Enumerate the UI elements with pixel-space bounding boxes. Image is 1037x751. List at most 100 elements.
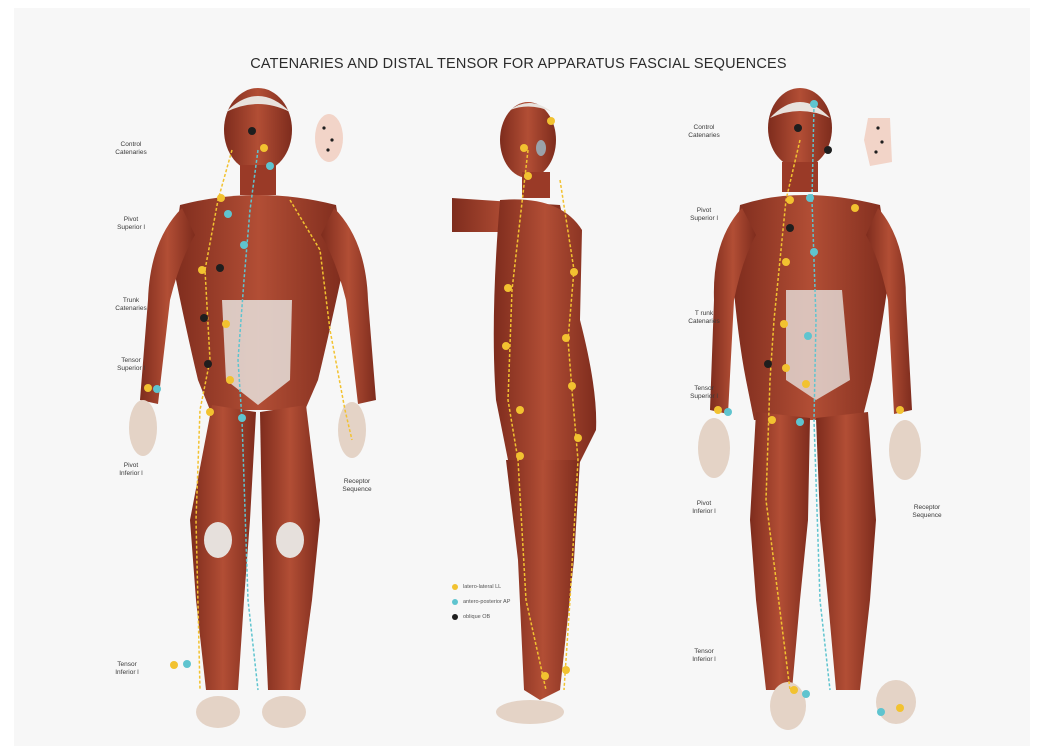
- antero-posterior-marker: [804, 332, 812, 340]
- front-right-knee: [276, 522, 304, 558]
- latero-lateral-marker: [714, 406, 722, 414]
- front-left-knee: [204, 522, 232, 558]
- back-left-leg: [750, 412, 810, 690]
- latero-lateral-marker: [541, 672, 549, 680]
- antero-posterior-marker: [153, 385, 161, 393]
- latero-lateral-marker: [217, 194, 225, 202]
- front-left-hand: [129, 400, 157, 456]
- oblique-marker: [216, 264, 224, 272]
- side-leg: [506, 460, 580, 700]
- latero-lateral-marker: [516, 452, 524, 460]
- oblique-marker: [200, 314, 208, 322]
- oblique-marker: [204, 360, 212, 368]
- latero-lateral-marker: [574, 434, 582, 442]
- front-left-foot: [196, 696, 240, 728]
- latero-lateral-marker: [568, 382, 576, 390]
- legend: latero-lateral LL antero-posterior AP ob…: [452, 579, 510, 624]
- latero-lateral-marker: [206, 408, 214, 416]
- latero-lateral-marker: [260, 144, 268, 152]
- antero-posterior-marker: [796, 418, 804, 426]
- antero-posterior-marker: [802, 690, 810, 698]
- antero-posterior-marker: [877, 708, 885, 716]
- antero-posterior-marker: [806, 194, 814, 202]
- side-head: [500, 102, 556, 178]
- back-left-heel: [770, 682, 806, 730]
- oblique-marker: [248, 127, 256, 135]
- legend-label: antero-posterior AP: [463, 599, 510, 605]
- back-right-heel: [876, 680, 916, 724]
- latero-lateral-marker: [786, 196, 794, 204]
- latero-lateral-marker: [524, 172, 532, 180]
- latero-lateral-marker: [547, 117, 555, 125]
- antero-posterior-marker: [224, 210, 232, 218]
- legend-label: oblique OB: [463, 614, 490, 620]
- latero-lateral-marker: [896, 406, 904, 414]
- legend-label: latero-lateral LL: [463, 584, 501, 590]
- back-right-hand: [889, 420, 921, 480]
- latero-lateral-marker: [562, 334, 570, 342]
- latero-lateral-marker: [782, 258, 790, 266]
- back-lumbar-fascia: [786, 290, 850, 400]
- front-right-hand: [338, 402, 366, 458]
- oblique-marker: [764, 360, 772, 368]
- latero-lateral-marker: [802, 380, 810, 388]
- oblique-marker: [322, 126, 325, 129]
- latero-lateral-marker: [851, 204, 859, 212]
- legend-item-oblique: oblique OB: [452, 609, 510, 624]
- front-figure: [129, 88, 376, 728]
- oblique-marker: [880, 140, 883, 143]
- oblique-marker: [876, 126, 879, 129]
- latero-lateral-marker: [562, 666, 570, 674]
- latero-lateral-marker: [226, 376, 234, 384]
- oblique-marker: [794, 124, 802, 132]
- legend-item-antero-posterior: antero-posterior AP: [452, 594, 510, 609]
- label-back-tensor-superior: TensorSuperior l: [669, 385, 739, 401]
- legend-item-latero-lateral: latero-lateral LL: [452, 579, 510, 594]
- antero-posterior-marker: [266, 162, 274, 170]
- antero-posterior-marker: [810, 100, 818, 108]
- antero-posterior-marker: [240, 241, 248, 249]
- latero-lateral-marker: [198, 266, 206, 274]
- latero-lateral-marker: [780, 320, 788, 328]
- latero-lateral-marker: [790, 686, 798, 694]
- side-figure: [452, 102, 596, 724]
- black-dot-icon: [452, 614, 458, 620]
- latero-lateral-marker: [520, 144, 528, 152]
- oblique-marker: [824, 146, 832, 154]
- latero-lateral-marker: [170, 661, 178, 669]
- front-right-foot: [262, 696, 306, 728]
- side-torso: [494, 199, 596, 470]
- latero-lateral-marker: [896, 704, 904, 712]
- latero-lateral-marker: [502, 342, 510, 350]
- back-hand-diagram: [864, 118, 892, 166]
- latero-lateral-marker: [782, 364, 790, 372]
- back-left-hand: [698, 418, 730, 478]
- back-figure: [698, 88, 921, 730]
- cyan-dot-icon: [452, 599, 458, 605]
- latero-lateral-marker: [768, 416, 776, 424]
- side-foot: [496, 700, 564, 724]
- oblique-marker: [874, 150, 877, 153]
- latero-lateral-marker: [504, 284, 512, 292]
- yellow-dot-icon: [452, 584, 458, 590]
- oblique-marker: [330, 138, 333, 141]
- oblique-marker: [786, 224, 794, 232]
- antero-posterior-marker: [183, 660, 191, 668]
- latero-lateral-marker: [222, 320, 230, 328]
- latero-lateral-marker: [570, 268, 578, 276]
- antero-posterior-marker: [724, 408, 732, 416]
- antero-posterior-marker: [238, 414, 246, 422]
